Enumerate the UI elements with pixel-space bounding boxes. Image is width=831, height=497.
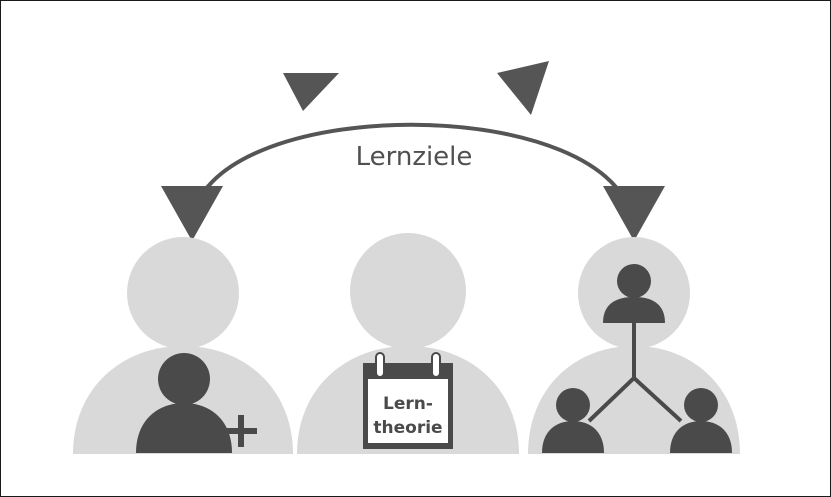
user-add-icon xyxy=(136,353,257,453)
person-top-icon xyxy=(603,264,665,323)
cycle-arrow xyxy=(161,61,665,241)
figure-right-group xyxy=(528,237,740,454)
book-text-line2: theorie xyxy=(373,418,442,438)
arc-line xyxy=(189,122,635,227)
arrowhead-down-right xyxy=(603,186,665,241)
figure-middle-head xyxy=(350,233,466,349)
figure-left-learner xyxy=(73,237,293,454)
person-bottom-left-icon xyxy=(542,388,604,453)
arrowhead-down-left xyxy=(161,186,223,241)
hierarchy-icon xyxy=(542,264,732,453)
binder-ring-right xyxy=(431,352,441,378)
center-label: Lernziele xyxy=(356,142,473,172)
book-text-line1: Lern- xyxy=(383,394,433,414)
binder-ring-left xyxy=(375,352,385,378)
calendar-book-icon: Lern- theorie xyxy=(363,352,453,449)
figure-middle-theory: Lern- theorie xyxy=(297,233,519,454)
figure-left-head xyxy=(127,237,239,349)
arrowhead-upper-right xyxy=(497,61,549,115)
person-bottom-right-icon xyxy=(670,388,732,453)
arrowhead-upper-left xyxy=(283,73,339,111)
